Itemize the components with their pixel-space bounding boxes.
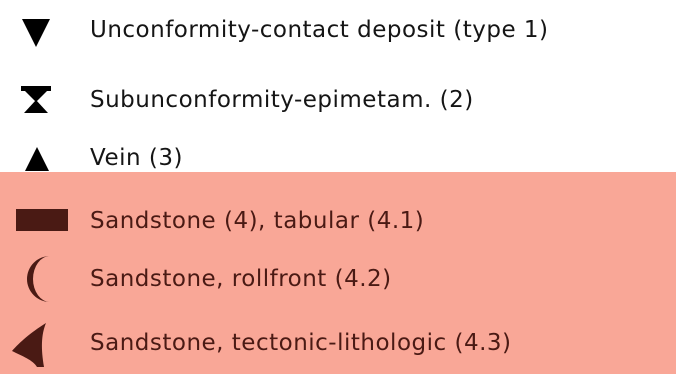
legend-label: Sandstone (4), tabular (4.1) — [90, 208, 425, 234]
rectangle-icon — [0, 193, 90, 249]
legend-label: Subunconformity-epimetam. (2) — [90, 87, 474, 113]
legend-item-sandstone-tectonic: Sandstone, tectonic-lithologic (4.3) — [0, 315, 676, 371]
legend-item-sandstone-tabular: Sandstone (4), tabular (4.1) — [0, 193, 676, 249]
sandstone-highlight-band — [0, 172, 676, 374]
inverted-triangle-icon — [0, 2, 90, 58]
fault-wedge-icon — [0, 315, 90, 371]
legend-label: Vein (3) — [90, 145, 183, 171]
legend-label: Unconformity-contact deposit (type 1) — [90, 17, 549, 43]
bowtie-triangle-icon — [0, 72, 90, 128]
legend-item-sandstone-rollfront: Sandstone, rollfront (4.2) — [0, 251, 676, 307]
legend-item-vein: Vein (3) — [0, 130, 676, 186]
triangle-icon — [0, 130, 90, 186]
legend-item-unconformity-contact: Unconformity-contact deposit (type 1) — [0, 2, 676, 58]
crescent-icon — [0, 251, 90, 307]
legend-item-subunconformity: Subunconformity-epimetam. (2) — [0, 72, 676, 128]
legend-label: Sandstone, tectonic-lithologic (4.3) — [90, 330, 512, 356]
legend-label: Sandstone, rollfront (4.2) — [90, 266, 392, 292]
